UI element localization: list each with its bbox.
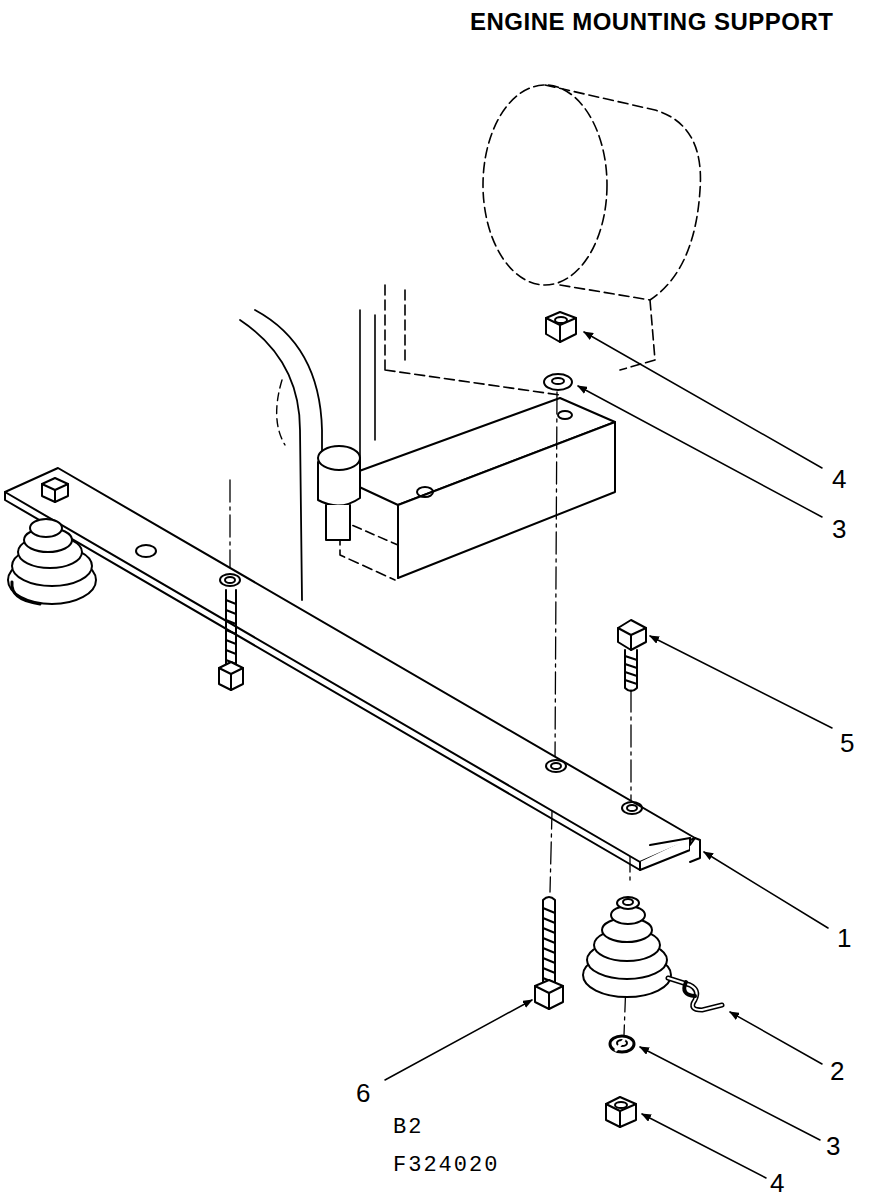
diagram-title: ENGINE MOUNTING SUPPORT <box>470 10 834 34</box>
callout-number: 1 <box>837 925 851 951</box>
callout-number: 4 <box>770 1170 784 1196</box>
callout-number: 4 <box>832 466 846 492</box>
callout-number: 2 <box>830 1058 844 1084</box>
callout-number: 3 <box>826 1133 840 1159</box>
callout-number: 3 <box>832 516 846 542</box>
callout-number: 5 <box>840 730 854 756</box>
figure-number: F324020 <box>393 1155 499 1177</box>
callout-number: 6 <box>356 1080 370 1106</box>
figure-code: B2 <box>393 1117 423 1139</box>
